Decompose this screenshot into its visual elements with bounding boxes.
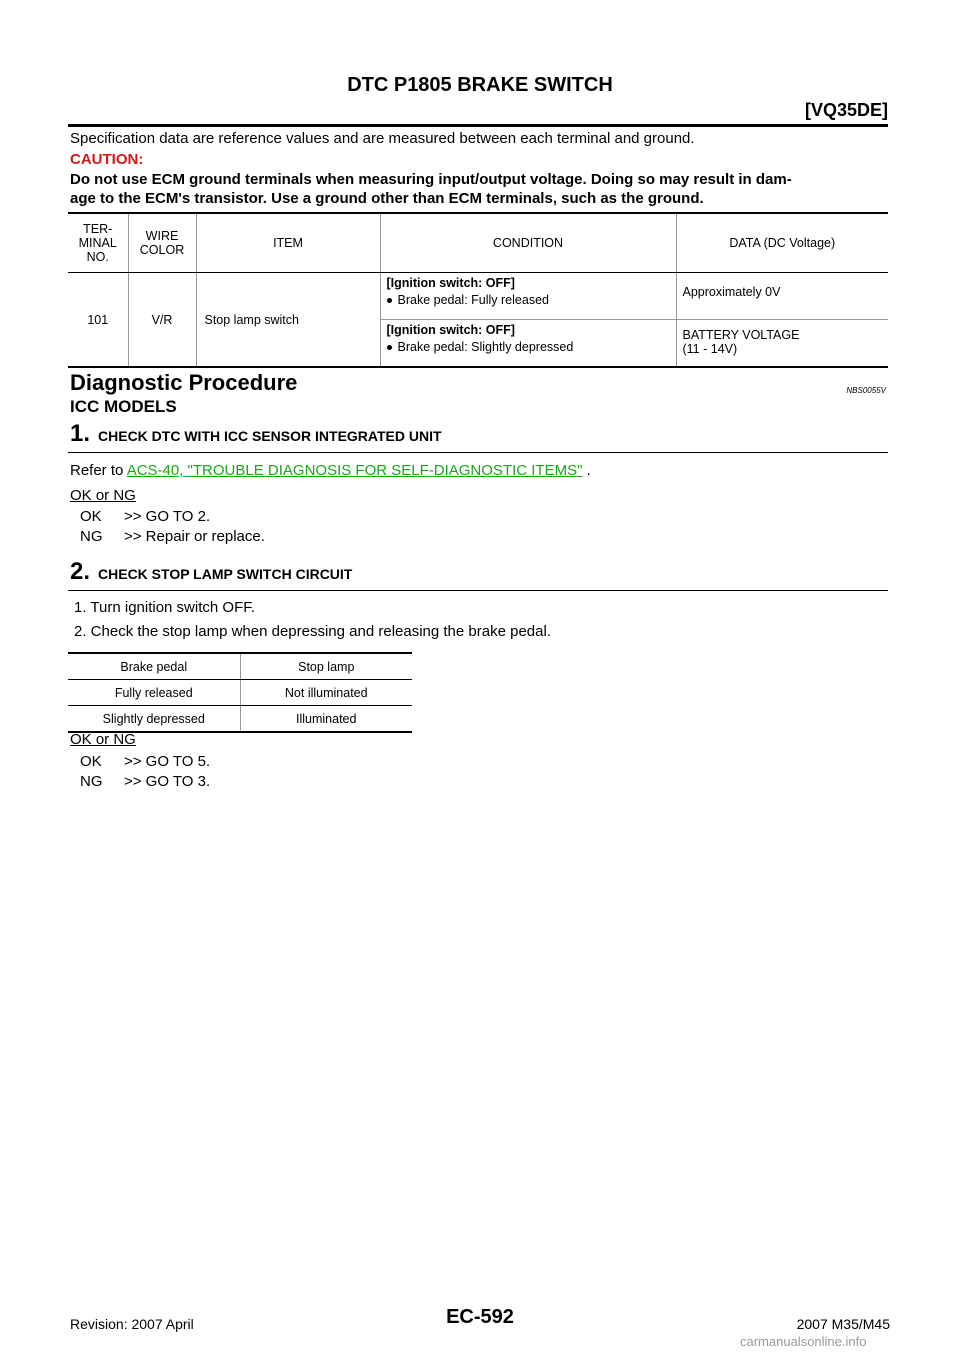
- intro-text: Specification data are reference values …: [70, 130, 695, 147]
- caution-line-2: age to the ECM's transistor. Use a groun…: [70, 190, 704, 207]
- cell-brake-pedal: Fully released: [68, 679, 240, 706]
- ok-key: OK: [80, 508, 102, 525]
- cell-stop-lamp: Not illuminated: [239, 679, 412, 706]
- header-terminal-line: TER-: [83, 222, 113, 236]
- data-1: Approximately 0V: [675, 272, 888, 320]
- header-terminal-line: MINAL: [78, 236, 117, 250]
- condition-2-head: [Ignition switch: OFF]: [386, 323, 515, 337]
- condition-2-item: Brake pedal: Slightly depressed: [386, 340, 670, 354]
- cell-stop-lamp: Illuminated: [239, 705, 412, 733]
- header-condition: CONDITION: [379, 212, 676, 273]
- condition-1-item: Brake pedal: Fully released: [386, 293, 670, 307]
- ng-key: NG: [80, 773, 103, 790]
- item-name: Stop lamp switch: [195, 272, 380, 368]
- step-1-okng: OK or NG: [70, 487, 136, 504]
- step-1-refer: Refer to ACS-40, "TROUBLE DIAGNOSIS FOR …: [70, 462, 591, 479]
- refer-prefix: Refer to: [70, 462, 127, 479]
- page-number: EC-592: [446, 1306, 514, 1328]
- header-terminal: TER- MINAL NO.: [68, 212, 128, 273]
- table-row: 101 V/R Stop lamp switch [Ignition switc…: [68, 272, 888, 368]
- step-2-item-2: 2. Check the stop lamp when depressing a…: [74, 623, 551, 640]
- bullet-icon: [386, 298, 392, 304]
- ng-value: >> Repair or replace.: [124, 528, 265, 545]
- step-2-rule: [68, 590, 888, 591]
- header-stop-lamp: Stop lamp: [239, 652, 412, 680]
- data-2-line: BATTERY VOLTAGE: [682, 328, 800, 342]
- stop-lamp-table: Brake pedal Stop lamp Fully released Not…: [68, 652, 412, 733]
- table-row: Fully released Not illuminated: [68, 679, 412, 706]
- table-row: [Ignition switch: OFF] Brake pedal: Slig…: [68, 319, 888, 368]
- header-wire-line: WIRE: [145, 229, 179, 243]
- condition-1-text: Brake pedal: Fully released: [397, 293, 549, 307]
- cell-brake-pedal: Slightly depressed: [68, 705, 240, 733]
- data-2: BATTERY VOLTAGE (11 - 14V): [675, 319, 888, 368]
- condition-2: [Ignition switch: OFF] Brake pedal: Slig…: [379, 319, 676, 368]
- caution-heading: CAUTION:: [70, 151, 144, 168]
- step-2-ng-result: NG >> GO TO 3.: [80, 773, 210, 790]
- step-2-ok-result: OK >> GO TO 5.: [80, 753, 210, 770]
- wire-color: V/R: [127, 272, 196, 368]
- refer-suffix: .: [582, 462, 591, 479]
- spec-table-header: TER- MINAL NO. WIRE COLOR ITEM CONDITION…: [68, 212, 888, 273]
- section-code: NBS0055V: [846, 386, 886, 395]
- table-row: Slightly depressed Illuminated: [68, 705, 412, 733]
- header-wire: WIRE COLOR: [127, 212, 196, 273]
- data-2-line: (11 - 14V): [682, 342, 738, 356]
- engine-code: [VQ35DE]: [804, 100, 888, 120]
- terminal-number: 101: [68, 272, 128, 368]
- header-brake-pedal: Brake pedal: [68, 652, 240, 680]
- acs-40-link[interactable]: ACS-40, "TROUBLE DIAGNOSIS FOR SELF-DIAG…: [126, 462, 583, 479]
- step-1-ok-result: OK >> GO TO 2.: [80, 508, 210, 525]
- condition-2-text: Brake pedal: Slightly depressed: [397, 340, 574, 354]
- ng-value: >> GO TO 3.: [124, 773, 211, 790]
- step-2-number: 2.: [70, 558, 91, 585]
- ok-value: >> GO TO 2.: [124, 508, 211, 525]
- step-1-label: CHECK DTC WITH ICC SENSOR INTEGRATED UNI…: [98, 428, 442, 444]
- terminal-spec-table: TER- MINAL NO. WIRE COLOR ITEM CONDITION…: [68, 212, 888, 368]
- section-subtitle: ICC MODELS: [70, 397, 177, 416]
- step-2-item-1: 1. Turn ignition switch OFF.: [74, 599, 255, 616]
- step-2-label: CHECK STOP LAMP SWITCH CIRCUIT: [98, 566, 353, 582]
- footer-revision: Revision: 2007 April: [70, 1316, 194, 1332]
- step-2-okng: OK or NG: [70, 731, 136, 748]
- ng-key: NG: [80, 528, 103, 545]
- stop-lamp-table-header: Brake pedal Stop lamp: [68, 652, 412, 680]
- header-wire-line: COLOR: [139, 243, 185, 257]
- step-1-number: 1.: [70, 420, 91, 447]
- header-data: DATA (DC Voltage): [675, 212, 888, 273]
- condition-1: [Ignition switch: OFF] Brake pedal: Full…: [379, 272, 676, 320]
- bullet-icon: [386, 345, 392, 351]
- caution-line-1: Do not use ECM ground terminals when mea…: [70, 171, 792, 188]
- step-1-ng-result: NG >> Repair or replace.: [80, 528, 265, 545]
- header-terminal-line: NO.: [86, 250, 109, 264]
- ok-key: OK: [80, 753, 102, 770]
- footer-model: 2007 M35/M45: [796, 1316, 890, 1332]
- condition-1-head: [Ignition switch: OFF]: [386, 276, 515, 290]
- header-rule: [68, 124, 888, 127]
- ok-value: >> GO TO 5.: [124, 753, 211, 770]
- page-title: DTC P1805 BRAKE SWITCH: [347, 74, 613, 96]
- step-1-rule: [68, 452, 888, 453]
- step-1-heading: 1. CHECK DTC WITH ICC SENSOR INTEGRATED U…: [70, 420, 442, 448]
- section-title: Diagnostic Procedure: [70, 370, 298, 395]
- watermark: carmanualsonline.info: [740, 1334, 867, 1349]
- header-item: ITEM: [195, 212, 380, 273]
- step-2-heading: 2. CHECK STOP LAMP SWITCH CIRCUIT: [70, 558, 352, 586]
